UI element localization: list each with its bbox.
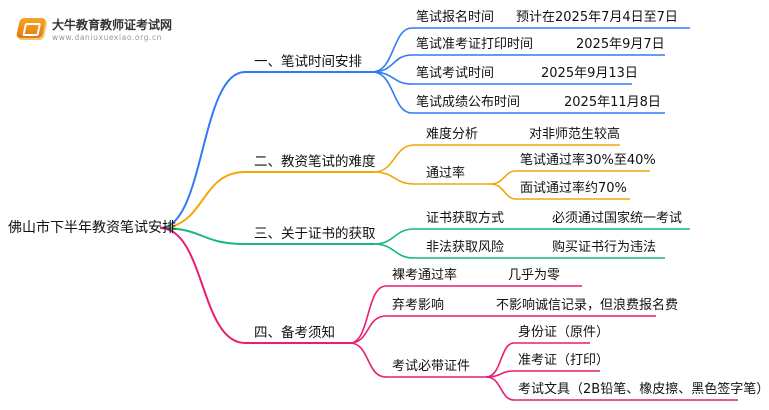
root-topic: 佛山市下半年教资笔试安排 [8, 220, 176, 236]
connector-green-2 [373, 243, 665, 259]
value-written-pass-rate: 笔试通过率30%至40% [520, 153, 656, 168]
connector-pink-1 [349, 285, 582, 344]
value-stationery: 考试文具（2B铅笔、橡皮擦、黑色签字笔） [518, 382, 769, 397]
logo-url: www.daniuxuexiao.org.cn [52, 33, 163, 42]
node-absence-impact: 弃考影响 [392, 298, 445, 313]
connector-blue-4 [371, 71, 665, 114]
node-admission-print-time: 笔试准考证打印时间 [416, 37, 534, 52]
value-admission-ticket: 准考证（打印） [518, 353, 610, 368]
connector-orange-1 [373, 144, 620, 173]
value-interview-pass-rate: 面试通过率约70% [520, 181, 627, 196]
node-score-release-time: 笔试成绩公布时间 [416, 95, 521, 110]
branch-exam-schedule: 一、笔试时间安排 [254, 54, 362, 70]
connector-blue-2 [371, 54, 665, 73]
value-id-card: 身份证（原件） [518, 325, 610, 340]
connector-orange-2 [373, 171, 490, 185]
connector-green-1 [373, 228, 690, 245]
value-registration-time: 预计在2025年7月4日至7日 [516, 10, 678, 25]
logo-title: 大牛教育教师证考试网 [52, 18, 173, 32]
value-unprepared-pass-rate: 几乎为零 [508, 268, 561, 283]
connector-blue-1 [371, 27, 690, 73]
connector-root-orange [159, 171, 374, 229]
node-certificate-method: 证书获取方式 [426, 211, 505, 226]
connector-orange-2a [489, 170, 650, 185]
connector-pink-3 [349, 342, 486, 378]
node-registration-time: 笔试报名时间 [416, 10, 495, 25]
connector-pink-2 [349, 315, 656, 344]
connector-root-green [159, 227, 374, 245]
node-exam-time: 笔试考试时间 [416, 66, 495, 81]
value-exam-time: 2025年9月13日 [541, 66, 638, 81]
connector-pink-3c [485, 376, 738, 401]
node-required-documents: 考试必带证件 [392, 359, 471, 374]
node-difficulty-analysis: 难度分析 [426, 127, 479, 142]
site-logo: 大牛教育教师证考试网 www.daniuxuexiao.org.cn [12, 14, 172, 48]
connector-pink-3b [485, 370, 600, 378]
mindmap-connectors [159, 27, 738, 401]
branch-preparation-notes: 四、备考须知 [254, 325, 335, 341]
branch-certificate-acquisition: 三、关于证书的获取 [254, 226, 376, 242]
node-unprepared-pass-rate: 裸考通过率 [392, 268, 458, 283]
value-illegal-risk: 购买证书行为违法 [552, 240, 657, 255]
value-difficulty-analysis: 对非师范生较高 [529, 127, 621, 142]
value-absence-impact: 不影响诚信记录，但浪费报名费 [496, 298, 679, 313]
node-pass-rate: 通过率 [426, 166, 466, 181]
value-score-release-time: 2025年11月8日 [564, 95, 661, 110]
value-admission-print-time: 2025年9月7日 [576, 37, 665, 52]
node-illegal-risk: 非法获取风险 [426, 240, 505, 255]
connector-orange-2b [489, 183, 630, 200]
value-certificate-method: 必须通过国家统一考试 [552, 211, 683, 226]
branch-exam-difficulty: 二、教资笔试的难度 [254, 154, 376, 170]
connector-root-blue [159, 71, 372, 229]
connector-root-pink [159, 227, 350, 344]
connector-pink-3a [485, 342, 590, 378]
